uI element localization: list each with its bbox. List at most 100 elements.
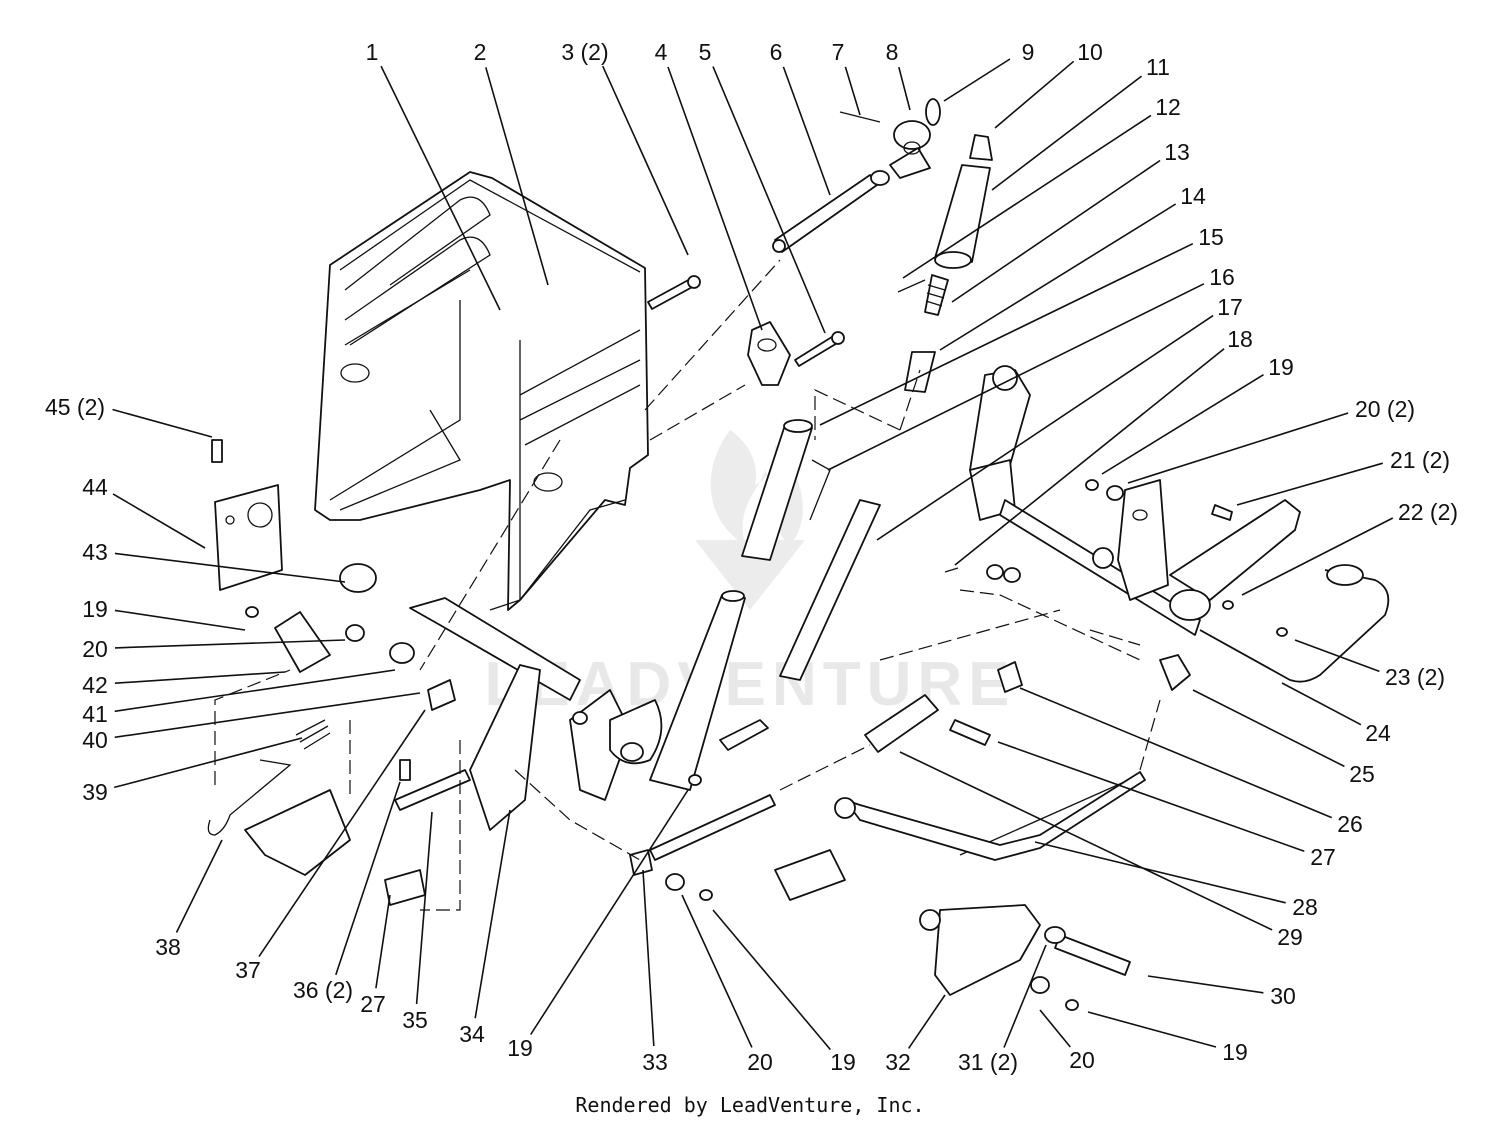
- leader-line: [335, 781, 401, 976]
- part-number-label: 19: [1268, 354, 1294, 380]
- leader-line: [112, 493, 206, 549]
- callout-30-29: 30: [1147, 975, 1296, 1009]
- leader-line: [898, 66, 911, 111]
- leader-line: [258, 709, 426, 958]
- part-number-label: 5: [699, 39, 712, 65]
- part-number-label: 34: [459, 1021, 485, 1047]
- leader-line: [114, 552, 346, 583]
- callout-33-36: 33: [642, 869, 668, 1075]
- callout-17-16: 17: [876, 294, 1243, 541]
- leader-line: [782, 66, 831, 196]
- leader-line: [380, 65, 501, 311]
- part-number-label: 19: [82, 596, 108, 622]
- callout-18-17: 18: [954, 326, 1253, 566]
- callout-25-24: 25: [1192, 689, 1375, 787]
- part-number-label: 9: [1022, 39, 1035, 65]
- part-number-label: 17: [1217, 294, 1243, 320]
- callout-12-11: 12: [902, 94, 1181, 279]
- callout-2-1: 2: [474, 39, 549, 286]
- leader-line: [667, 66, 763, 331]
- callout-26-25: 26: [1019, 687, 1363, 837]
- callout-24-23: 24: [1281, 682, 1391, 746]
- callout-27-26: 27: [997, 741, 1336, 870]
- callout-13-12: 13: [951, 139, 1190, 303]
- part-number-label: 36 (2): [293, 977, 353, 1003]
- callout-38-43: 38: [155, 839, 223, 960]
- part-number-label: 41: [82, 701, 108, 727]
- leader-line: [112, 408, 213, 438]
- assembly-guides: [214, 259, 1161, 911]
- part-number-label: 26: [1337, 811, 1363, 837]
- part-number-label: 23 (2): [1385, 664, 1445, 690]
- part-number-label: 31 (2): [958, 1049, 1018, 1075]
- callout-32-31: 32: [885, 994, 946, 1075]
- callout-35-39: 35: [402, 811, 433, 1033]
- callout-452-52: 45 (2): [45, 394, 213, 438]
- console-housing: [314, 171, 649, 611]
- callout-40-45: 40: [82, 692, 421, 753]
- callout-20-35: 20: [681, 894, 773, 1075]
- part-number-label: 14: [1180, 183, 1206, 209]
- callout-20-33: 20: [1039, 1009, 1095, 1073]
- leader-line: [712, 66, 826, 334]
- callout-20-48: 20: [82, 636, 346, 662]
- part-number-label: 15: [1198, 224, 1224, 250]
- part-number-label: 20: [1069, 1047, 1095, 1073]
- leader-line: [1039, 1009, 1071, 1048]
- leader-line: [1087, 1011, 1217, 1048]
- leader-line: [642, 869, 655, 1047]
- part-number-label: 25: [1349, 761, 1375, 787]
- leader-line: [819, 242, 1194, 426]
- leader-line: [1019, 687, 1333, 819]
- leader-line: [1281, 682, 1362, 726]
- callout-27-41: 27: [360, 894, 391, 1017]
- part-number-label: 19: [830, 1049, 856, 1075]
- callout-312-30: 31 (2): [958, 944, 1047, 1075]
- leader-line: [530, 789, 689, 1035]
- leader-line: [844, 66, 861, 116]
- part-number-label: 42: [82, 672, 108, 698]
- part-number-label: 22 (2): [1398, 499, 1458, 525]
- callout-4-3: 4: [655, 39, 763, 331]
- callout-42-47: 42: [82, 671, 286, 698]
- callout-5-4: 5: [699, 39, 826, 334]
- leader-line: [681, 894, 753, 1048]
- lower-linkage: [629, 654, 1191, 1011]
- part-number-label: 1: [366, 39, 379, 65]
- callout-39-44: 39: [82, 737, 303, 805]
- callout-19-37: 19: [507, 789, 689, 1061]
- part-number-label: 20 (2): [1355, 396, 1415, 422]
- leader-line: [375, 894, 391, 989]
- part-number-label: 19: [507, 1035, 533, 1061]
- left-lever-assembly: [207, 439, 702, 906]
- callout-28-27: 28: [1034, 841, 1318, 920]
- part-number-label: 32: [885, 1049, 911, 1075]
- part-number-label: 29: [1277, 924, 1303, 950]
- callout-10-9: 10: [994, 39, 1103, 129]
- leader-line: [114, 609, 246, 631]
- callout-19-32: 19: [1087, 1011, 1248, 1065]
- callout-19-34: 19: [712, 909, 856, 1075]
- leader-line: [114, 669, 396, 713]
- leader-line: [943, 58, 1011, 102]
- callout-8-7: 8: [886, 39, 911, 111]
- callout-19-49: 19: [82, 596, 246, 631]
- leader-line: [1034, 841, 1286, 904]
- part-number-label: 11: [1146, 54, 1170, 80]
- part-number-label: 8: [886, 39, 899, 65]
- part-number-label: 43: [82, 539, 108, 565]
- callout-232-22: 23 (2): [1294, 639, 1445, 690]
- part-number-label: 30: [1270, 983, 1296, 1009]
- leader-line: [902, 114, 1152, 279]
- callout-19-18: 19: [1101, 354, 1294, 475]
- part-number-label: 27: [1310, 844, 1336, 870]
- callout-7-6: 7: [832, 39, 861, 116]
- callout-212-20: 21 (2): [1236, 447, 1450, 506]
- part-number-label: 4: [655, 39, 668, 65]
- part-number-label: 37: [235, 957, 261, 983]
- part-number-label: 20: [747, 1049, 773, 1075]
- callout-1-0: 1: [366, 39, 501, 311]
- leader-line: [899, 751, 1273, 931]
- part-number-label: 40: [82, 727, 108, 753]
- part-number-label: 21 (2): [1390, 447, 1450, 473]
